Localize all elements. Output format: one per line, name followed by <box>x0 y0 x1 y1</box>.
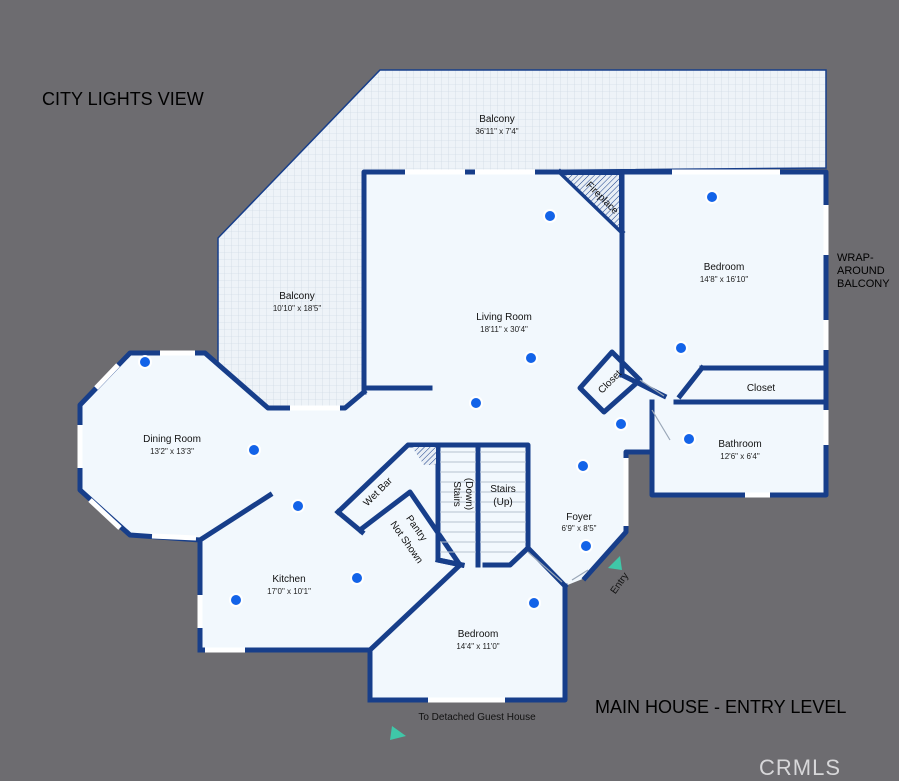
room-dims: 17'0" x 10'1" <box>267 587 311 596</box>
room-name: Kitchen <box>272 574 305 585</box>
marker[interactable] <box>350 571 364 585</box>
marker[interactable] <box>524 351 538 365</box>
room-dims: 6'9" x 8'5" <box>562 524 597 533</box>
entry-arrow-icon <box>608 556 622 570</box>
room-name: Bedroom <box>704 262 745 273</box>
room-name: Living Room <box>476 312 532 323</box>
marker[interactable] <box>576 459 590 473</box>
room-name: Closet <box>747 383 776 394</box>
stair-treads <box>440 451 526 553</box>
marker[interactable] <box>469 396 483 410</box>
windows <box>77 169 829 703</box>
marker[interactable] <box>614 417 628 431</box>
room-dims: 12'6" x 6'4" <box>720 452 760 461</box>
main-house-label: MAIN HOUSE - ENTRY LEVEL <box>595 697 846 717</box>
guest-house-label: To Detached Guest House <box>418 712 536 723</box>
room-name: Stairs <box>490 484 516 495</box>
room-name: Foyer <box>566 512 592 523</box>
room-name: Bedroom <box>458 629 499 640</box>
room-dims: 13'2" x 13'3" <box>150 447 194 456</box>
guest-arrow-icon <box>390 726 406 740</box>
watermark: CRMLS <box>759 755 841 780</box>
marker[interactable] <box>247 443 261 457</box>
interior-walls <box>196 168 829 703</box>
marker[interactable] <box>543 209 557 223</box>
room-name: Dining Room <box>143 434 201 445</box>
wetbar-hatch <box>412 447 436 465</box>
marker[interactable] <box>138 355 152 369</box>
marker[interactable] <box>291 499 305 513</box>
marker[interactable] <box>579 539 593 553</box>
fireplace-hatch <box>559 173 621 233</box>
marker[interactable] <box>527 596 541 610</box>
room-name: Bathroom <box>718 439 761 450</box>
room-name: Balcony <box>479 114 515 125</box>
entry-label: Entry <box>609 571 631 596</box>
wrap-label-1: WRAP- <box>837 252 874 264</box>
room-name: (Up) <box>493 497 512 508</box>
room-name: (Down) <box>463 478 474 510</box>
city-lights-label: CITY LIGHTS VIEW <box>42 89 204 109</box>
room-dims: 14'8" x 16'10" <box>700 275 748 284</box>
wrap-label-3: BALCONY <box>837 278 890 290</box>
marker[interactable] <box>229 593 243 607</box>
room-dims: 18'11" x 30'4" <box>480 325 528 334</box>
door-openings <box>527 379 671 583</box>
wrap-label-2: AROUND <box>837 265 885 277</box>
room-dims: 10'10" x 18'5" <box>273 304 321 313</box>
marker[interactable] <box>674 341 688 355</box>
room-dims: 14'4" x 11'0" <box>456 642 499 651</box>
photo-markers <box>138 190 719 610</box>
marker[interactable] <box>682 432 696 446</box>
marker[interactable] <box>705 190 719 204</box>
interior-floor <box>80 170 826 700</box>
room-name: Balcony <box>279 291 315 302</box>
room-dims: 36'11" x 7'4" <box>475 127 518 136</box>
room-name: Stairs <box>451 481 462 507</box>
